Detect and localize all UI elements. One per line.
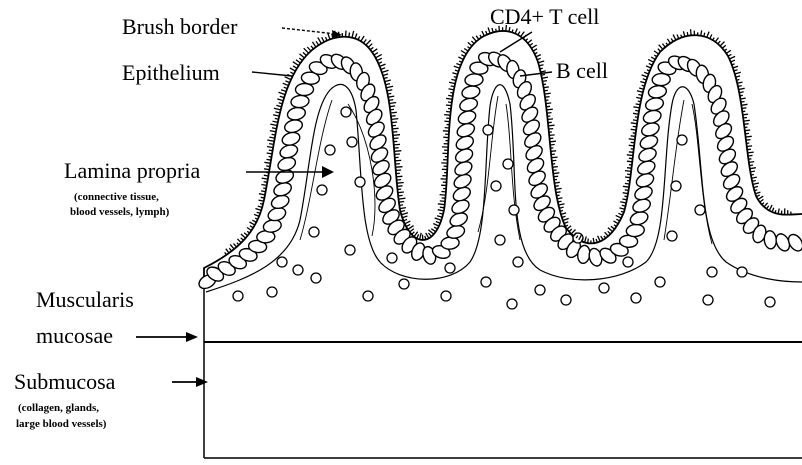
label-lamina-propria-note-2: blood vessels, lymph) bbox=[70, 206, 169, 219]
lymphocyte bbox=[737, 267, 747, 277]
arrow-epithelium bbox=[252, 72, 292, 76]
lymphocyte bbox=[311, 273, 321, 283]
lymphocyte bbox=[503, 159, 513, 169]
label-b-cell: B cell bbox=[556, 60, 608, 82]
arrowhead-submucosa bbox=[196, 377, 208, 387]
lymphocyte bbox=[341, 107, 351, 117]
lymphocyte bbox=[483, 125, 493, 135]
label-submucosa: Submucosa bbox=[14, 371, 115, 393]
lymphocyte bbox=[655, 277, 665, 287]
lymphocyte bbox=[513, 257, 523, 267]
lymphocyte bbox=[491, 181, 501, 191]
lymphocyte bbox=[293, 265, 303, 275]
lymphocyte bbox=[233, 291, 243, 301]
lymphocyte bbox=[399, 279, 409, 289]
lymphocyte bbox=[317, 185, 327, 195]
label-muscularis-2: mucosae bbox=[36, 325, 113, 347]
epithelial-cell bbox=[626, 223, 645, 237]
epithelial-cell bbox=[648, 84, 668, 99]
lymphocyte bbox=[363, 291, 373, 301]
lymphocyte bbox=[667, 231, 677, 241]
lymphocyte bbox=[695, 205, 705, 215]
epithelial-cell bbox=[461, 84, 481, 100]
label-submucosa-note-2: large blood vessels) bbox=[16, 418, 106, 431]
lymphocyte bbox=[631, 293, 641, 303]
epithelial-cell bbox=[465, 73, 484, 86]
epithelial-cell bbox=[290, 94, 309, 108]
lymphocyte bbox=[445, 263, 455, 273]
lymphocyte bbox=[495, 235, 505, 245]
lymphocyte bbox=[535, 285, 545, 295]
lymphocyte bbox=[325, 145, 335, 155]
lymphocyte bbox=[671, 181, 681, 191]
label-cd4-t-cell: CD4+ T cell bbox=[490, 6, 599, 28]
lymphocyte bbox=[509, 205, 519, 215]
lymphocyte bbox=[481, 277, 491, 287]
lymphocyte bbox=[677, 135, 687, 145]
epithelial-cell bbox=[644, 96, 664, 112]
lymphocyte bbox=[355, 177, 365, 187]
label-muscularis-1: Muscularis bbox=[36, 289, 134, 311]
label-submucosa-note-1: (collagen, glands, bbox=[18, 402, 99, 415]
lymphocyte bbox=[347, 137, 357, 147]
epithelial-cell bbox=[286, 106, 306, 122]
arrowhead-muscularis bbox=[186, 332, 198, 342]
lymphocyte bbox=[441, 291, 451, 301]
lymphocyte bbox=[623, 257, 633, 267]
lymphocyte bbox=[703, 295, 713, 305]
lymphocyte bbox=[277, 257, 287, 267]
lymphocytes bbox=[233, 107, 775, 309]
label-lamina-propria-note-1: (connective tissue, bbox=[74, 191, 159, 204]
lymphocyte bbox=[561, 295, 571, 305]
lymphocyte bbox=[345, 245, 355, 255]
label-brush-border: Brush border bbox=[122, 16, 237, 38]
lymphocyte bbox=[267, 287, 277, 297]
label-lamina-propria: Lamina propria bbox=[64, 160, 200, 182]
lymphocyte bbox=[309, 227, 319, 237]
lymphocyte bbox=[707, 267, 717, 277]
arrowhead-lamina bbox=[322, 166, 334, 178]
epithelial-cell bbox=[763, 230, 777, 249]
lymphocyte bbox=[387, 253, 397, 263]
epithelial-cell bbox=[295, 83, 313, 95]
lymphocyte bbox=[765, 297, 775, 307]
arrow-brush-border bbox=[282, 28, 336, 34]
lymphocyte bbox=[599, 283, 609, 293]
label-epithelium: Epithelium bbox=[122, 62, 220, 84]
lymphocyte bbox=[507, 299, 517, 309]
